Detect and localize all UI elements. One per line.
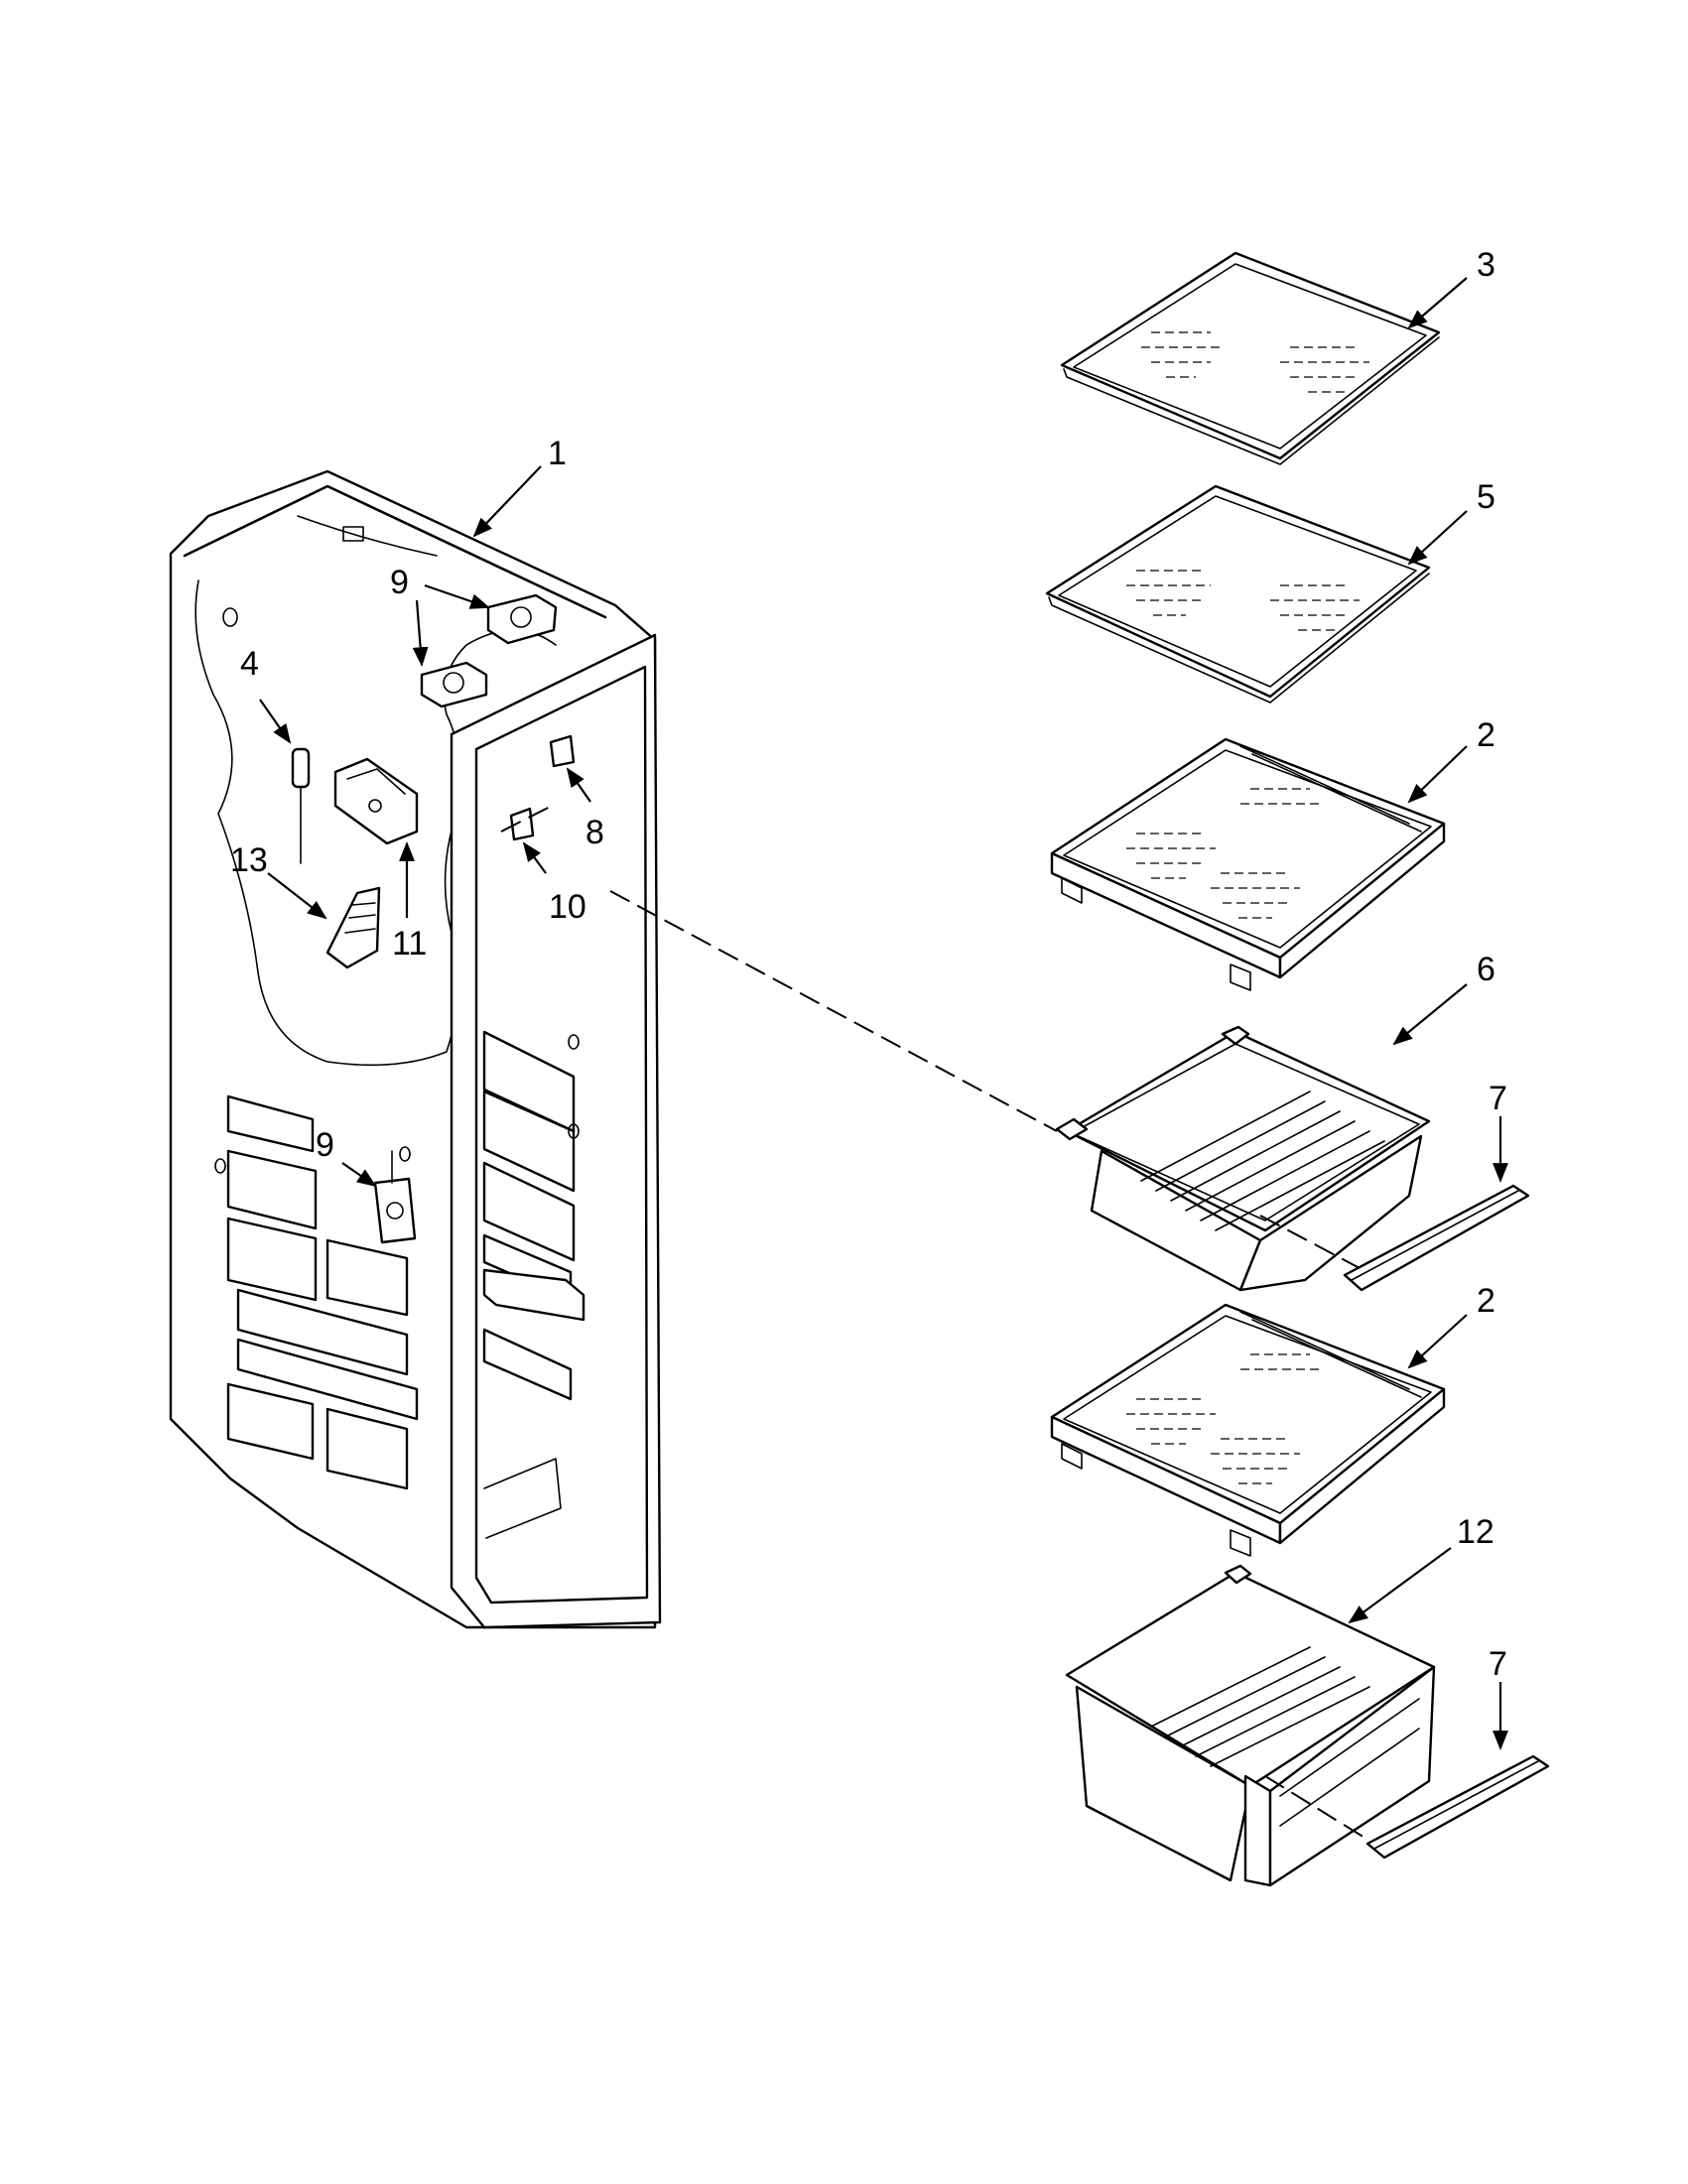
callout-11: 11 [392,925,427,963]
drawer-slide-rail-upper [1343,1184,1530,1292]
callout-9-lower: 9 [316,1126,334,1164]
liner-ribs-front [482,1030,585,1401]
callout-3: 3 [1477,246,1495,284]
shelf-support-switches [509,734,576,841]
evaporator-cover-clips [420,593,558,708]
liner-ribs-back [226,1094,419,1490]
crisper-drawer-6 [1055,1025,1431,1292]
crisper-cover-shelf-upper [1050,737,1446,991]
callout-2-upper: 2 [1477,716,1495,754]
callout-4: 4 [240,645,259,683]
callout-13: 13 [230,841,268,879]
glass-shelf-5 [1045,484,1431,704]
glass-shelf-3 [1060,251,1441,465]
alignment-lines [500,803,1370,1842]
callout-labels: 1 2 2 3 4 5 6 7 7 8 9 9 10 11 12 13 [230,246,1507,1683]
callout-10: 10 [549,888,586,926]
callout-7-upper: 7 [1489,1080,1507,1117]
callout-7-lower: 7 [1489,1645,1507,1683]
callout-8: 8 [585,814,604,851]
temperature-sensor [291,747,311,864]
callout-1: 1 [548,435,567,472]
leader-arrows [259,277,1508,1750]
lower-clip-9 [373,1150,417,1244]
callout-5: 5 [1477,478,1495,516]
callout-12: 12 [1457,1513,1494,1551]
light-shield [325,886,381,969]
crisper-cover-shelf-lower [1050,1303,1446,1557]
callout-6: 6 [1477,951,1495,988]
air-duct-housing [333,757,419,845]
callout-2-lower: 2 [1477,1282,1495,1320]
deli-drawer-12 [1065,1564,1436,1887]
drawer-slide-rail-lower [1365,1754,1550,1860]
callout-9-top: 9 [390,564,409,601]
